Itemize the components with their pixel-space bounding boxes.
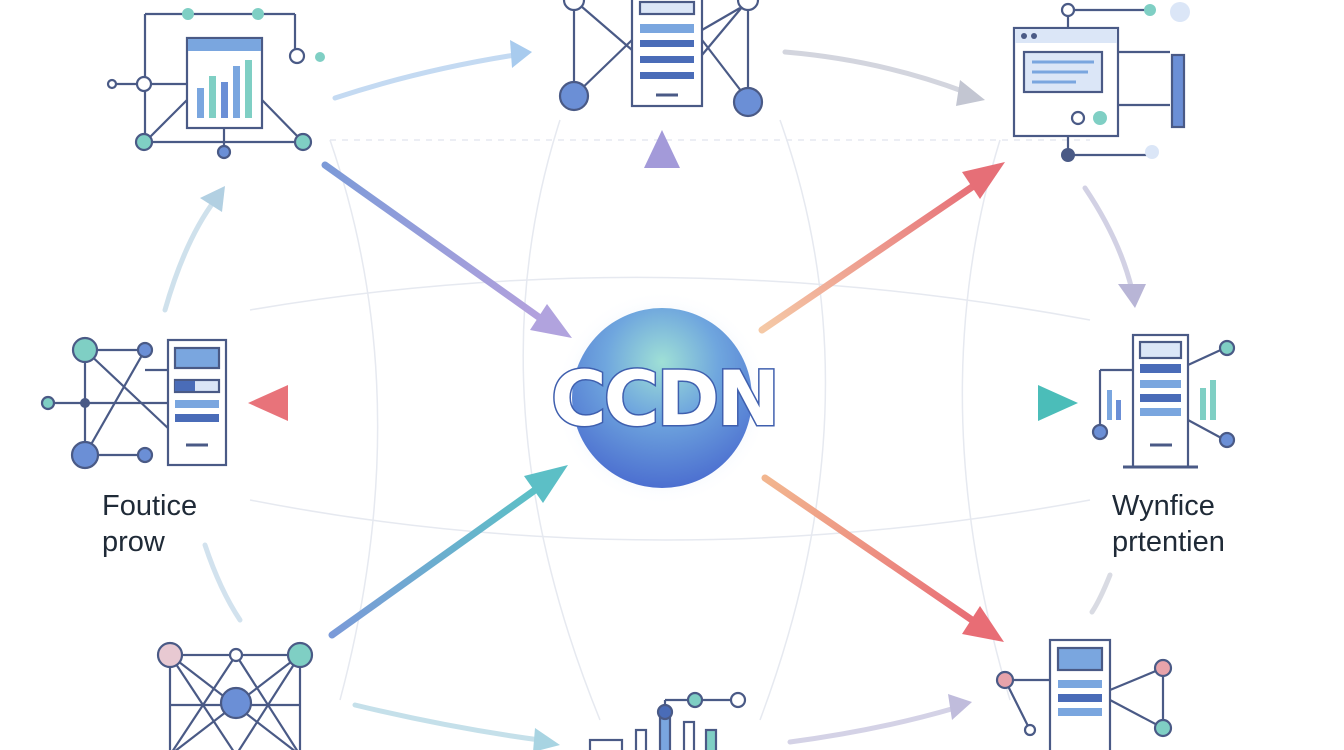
browser-window-icon (1012, 2, 1190, 162)
bar-chart-icon (588, 691, 747, 750)
right-label-line2: prtentien (1112, 526, 1225, 558)
right-node-label: Wynfice prtentien (1112, 488, 1225, 560)
arrow-left-to-bottom-left (202, 542, 243, 623)
arrowhead-up (644, 130, 680, 168)
left-node-label: Foutice prow (102, 488, 197, 560)
arrowhead (533, 728, 560, 750)
arrowhead-red-tr (962, 162, 1005, 199)
cdn-hub: CCDN (549, 290, 782, 506)
arrowhead (948, 694, 972, 720)
left-label-line1: Foutice (102, 490, 198, 522)
hub-label: CCDN (551, 354, 777, 443)
arrow-top-right-to-right (1082, 185, 1135, 293)
arrow-top-to-top-right (782, 49, 968, 95)
arrowhead-teal-bl (524, 465, 568, 503)
left-label-line2: prow (102, 526, 165, 558)
arrowhead (510, 40, 532, 68)
arrowhead (1118, 284, 1146, 308)
server-network-icon (40, 336, 228, 470)
outer-flow-arrows (162, 40, 1146, 750)
arrow-bottom-left-to-bottom (352, 702, 543, 743)
arrowhead-red-br (962, 606, 1004, 642)
arrowhead-teal-right (1038, 385, 1078, 421)
arrow-left-to-top-left (162, 197, 218, 313)
arrowhead (956, 80, 985, 106)
server-rack-icon (558, 0, 764, 118)
right-label-line1: Wynfice (1112, 490, 1215, 522)
arrowhead (200, 186, 225, 212)
arrowhead-red-left (248, 385, 288, 421)
arrow-bottom-to-bottom-right (787, 705, 958, 745)
arrow-right-to-bottom-right (1089, 572, 1113, 615)
dashboard-chart-icon (106, 8, 325, 160)
hub-arrows (248, 130, 1078, 674)
mesh-network-icon (156, 641, 314, 750)
server-hub-icon (995, 638, 1173, 750)
arrow-top-left-to-top (332, 52, 518, 101)
server-chart-icon (1091, 333, 1236, 469)
arrowhead-purple (530, 304, 572, 338)
